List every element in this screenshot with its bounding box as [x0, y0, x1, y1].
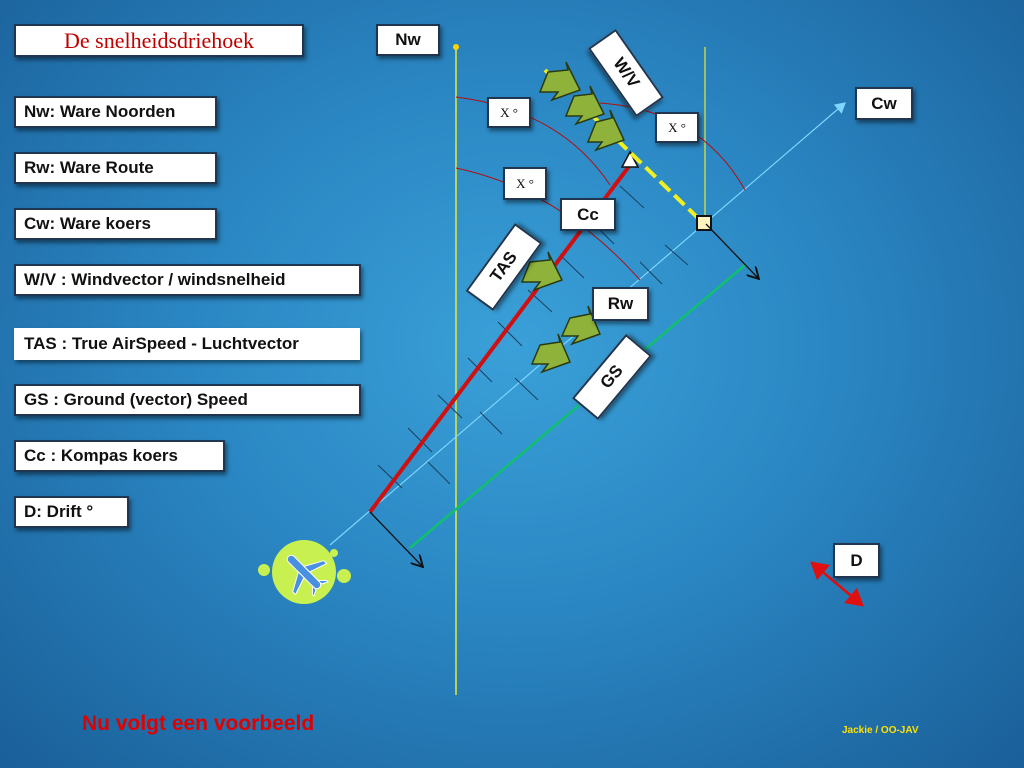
author-credit: Jackie / OO-JAV	[842, 725, 919, 736]
legend-drift: D: Drift °	[14, 496, 129, 528]
course-arrow-icon	[520, 251, 602, 374]
tas-offset-arrow	[369, 511, 422, 566]
wind-arrow-icon	[538, 61, 626, 152]
wind-vector-end-marker	[696, 215, 712, 231]
airplane-icon	[258, 540, 351, 604]
legend-rw: Rw: Ware Route	[14, 152, 217, 184]
legend-cc: Cc : Kompas koers	[14, 440, 225, 472]
angle-arc-1	[455, 96, 611, 186]
legend-cw: Cw: Ware koers	[14, 208, 217, 240]
legend-wv: W/V : Windvector / windsnelheid	[14, 264, 361, 296]
legend-gs: GS : Ground (vector) Speed	[14, 384, 361, 416]
legend-tas: TAS : True AirSpeed - Luchtvector	[14, 328, 360, 360]
label-cw: Cw	[855, 87, 913, 120]
ground-speed-line	[409, 264, 746, 549]
label-d: D	[833, 543, 880, 578]
angle-label-2: X °	[655, 112, 699, 143]
angle-label-3: X °	[503, 167, 547, 200]
label-rw: Rw	[592, 287, 649, 321]
wind-vector-line	[543, 68, 702, 222]
legend-nw: Nw: Ware Noorden	[14, 96, 217, 128]
tick-marks	[377, 185, 689, 489]
label-cc: Cc	[560, 198, 616, 231]
angle-label-1: X °	[487, 97, 531, 128]
angle-arc-2	[455, 167, 641, 281]
next-example-text: Nu volgt een voorbeeld	[82, 712, 315, 735]
slide-title: De snelheidsdriehoek	[14, 24, 304, 57]
label-nw: Nw	[376, 24, 440, 56]
tas-arrowhead	[620, 150, 640, 168]
north-marker	[453, 44, 459, 50]
wind-offset-arrow	[705, 223, 758, 278]
drift-arrow-icon	[810, 561, 864, 607]
